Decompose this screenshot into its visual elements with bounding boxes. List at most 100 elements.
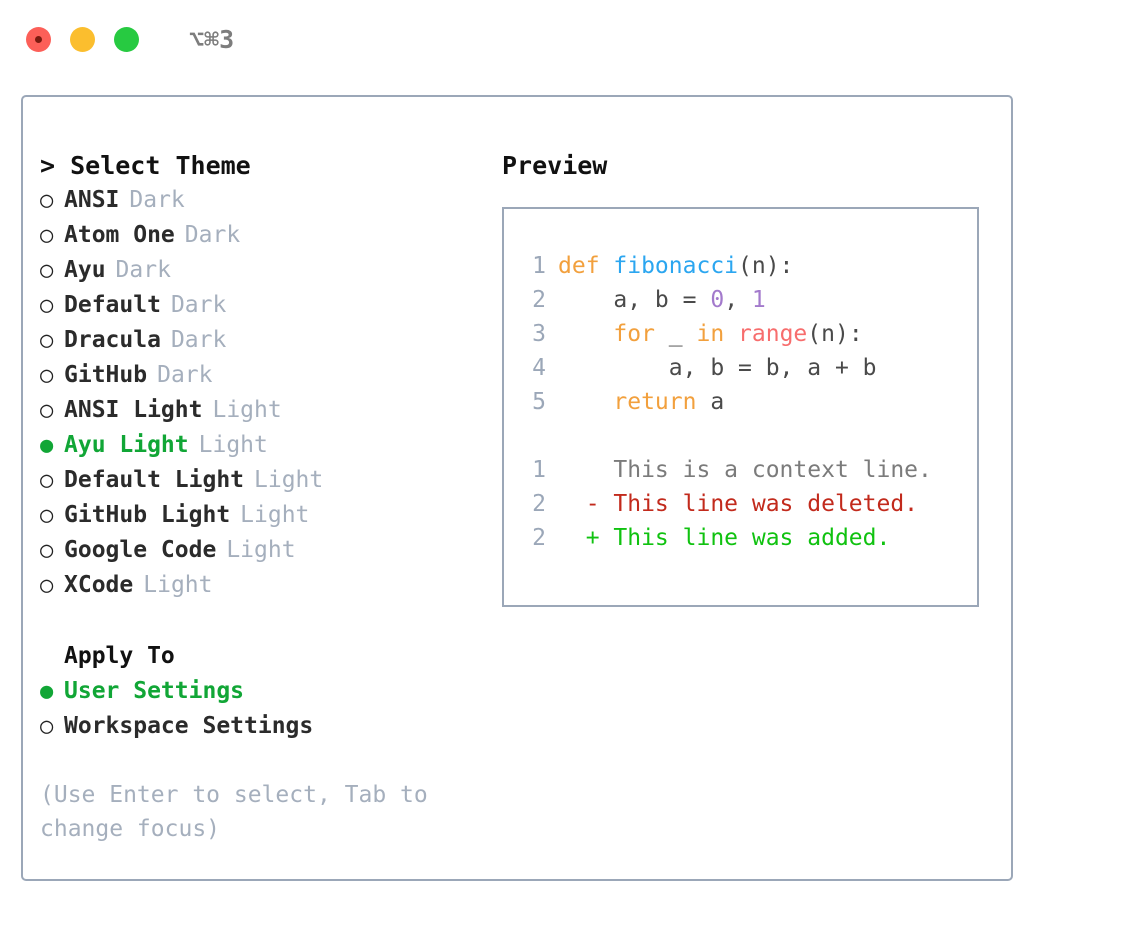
line-number: 4 <box>532 355 546 381</box>
theme-name-label: Ayu <box>64 257 106 283</box>
radio-unselected-icon: ○ <box>40 468 54 493</box>
theme-name-label: Default Light <box>64 467 245 493</box>
code-line: 5 return a <box>524 385 932 419</box>
theme-option-google-code[interactable]: ○ Google Code Light <box>40 533 480 568</box>
code-line: 1 def fibonacci(n): <box>524 249 932 283</box>
maximize-button-icon[interactable] <box>114 26 139 52</box>
theme-variant-label: Light <box>240 502 310 528</box>
code-line: 4 a, b = b, a + b <box>524 351 932 385</box>
apply-to-bullet-spacer: ○ <box>40 640 64 674</box>
code-token <box>558 321 613 347</box>
theme-name-label: ANSI Light <box>64 397 203 423</box>
code-line: 3 for _ in range(n): <box>524 317 932 351</box>
minimize-button-icon[interactable] <box>70 26 95 52</box>
apply-to-option-user-settings[interactable]: ● User Settings <box>40 674 480 709</box>
code-token: a, b = b, a + b <box>558 355 877 381</box>
code-token: a, b = <box>558 287 711 313</box>
theme-variant-label: Dark <box>115 257 171 283</box>
code-token: 0 <box>710 287 725 313</box>
select-theme-heading: > Select Theme <box>40 151 251 180</box>
diff-marker: + <box>558 525 600 551</box>
theme-name-label: XCode <box>64 572 134 598</box>
theme-variant-label: Light <box>143 572 213 598</box>
theme-option-ayu[interactable]: ○ Ayu Dark <box>40 253 480 288</box>
diff-marker <box>558 457 600 483</box>
code-token: range <box>738 321 808 347</box>
code-token <box>558 389 613 415</box>
line-number: 5 <box>532 389 546 415</box>
code-line: 2 a, b = 0, 1 <box>524 283 932 317</box>
code-token: def <box>558 253 614 279</box>
theme-variant-label: Light <box>198 432 268 458</box>
diff-text: This is a context line. <box>599 457 932 483</box>
preview-separator <box>524 419 932 453</box>
theme-option-default-light[interactable]: ○ Default Light Light <box>40 463 480 498</box>
radio-unselected-icon: ○ <box>40 398 54 423</box>
apply-to-heading: ○ Apply To <box>40 639 480 674</box>
theme-variant-label: Dark <box>129 187 185 213</box>
theme-name-label: GitHub <box>64 362 148 388</box>
diff-line-add: 2 + This line was added. <box>524 521 932 555</box>
radio-unselected-icon: ○ <box>40 573 54 598</box>
apply-to-option-label: User Settings <box>64 678 245 704</box>
radio-unselected-icon: ○ <box>40 293 54 318</box>
keyboard-shortcut-label: ⌥⌘3 <box>189 24 235 54</box>
code-token: return <box>613 389 697 415</box>
line-number: 1 <box>532 253 546 279</box>
theme-option-github[interactable]: ○ GitHub Dark <box>40 358 480 393</box>
title-bar: ⌥⌘3 <box>0 0 1140 78</box>
theme-name-label: Google Code <box>64 537 217 563</box>
theme-option-xcode[interactable]: ○ XCode Light <box>40 568 480 603</box>
apply-to-list[interactable]: ● User Settings ○Workspace Settings <box>40 674 480 744</box>
theme-variant-label: Dark <box>170 292 227 318</box>
code-token: for <box>613 321 655 347</box>
theme-variant-label: Dark <box>157 362 213 388</box>
radio-unselected-icon: ○ <box>40 363 54 388</box>
theme-option-ansi[interactable]: ○ ANSI Dark <box>40 183 480 218</box>
line-number: 1 <box>532 457 546 483</box>
code-token: fibonacci <box>613 253 739 279</box>
radio-unselected-icon: ○ <box>40 538 54 563</box>
code-token: (n): <box>738 253 794 279</box>
theme-variant-label: Light <box>226 537 296 563</box>
theme-name-label: ANSI <box>64 187 120 213</box>
apply-to-label: Apply To <box>64 643 175 669</box>
theme-name-label: GitHub Light <box>64 502 231 528</box>
diff-text: This line was added. <box>599 525 891 551</box>
radio-unselected-icon: ○ <box>40 258 54 283</box>
preview-heading: Preview <box>502 151 608 180</box>
code-token: , <box>724 287 752 313</box>
theme-variant-label: Light <box>254 467 324 493</box>
radio-unselected-icon: ○ <box>40 223 54 248</box>
radio-selected-icon: ● <box>40 679 54 704</box>
theme-option-ansi-light[interactable]: ○ ANSI Light Light <box>40 393 480 428</box>
theme-name-label: Dracula <box>64 327 161 353</box>
radio-unselected-icon: ○ <box>40 503 54 528</box>
code-token: a <box>696 389 725 415</box>
code-token: (n): <box>807 321 863 347</box>
theme-variant-label: Light <box>212 397 282 423</box>
keyboard-hint-text: (Use Enter to select, Tab to change focu… <box>40 782 428 842</box>
diff-marker: - <box>558 491 600 517</box>
apply-to-option-workspace-settings[interactable]: ○Workspace Settings <box>40 709 480 744</box>
radio-unselected-icon: ○ <box>40 188 54 213</box>
diff-line-ctx: 1 This is a context line. <box>524 453 932 487</box>
close-button-icon[interactable] <box>26 26 51 52</box>
radio-unselected-icon: ○ <box>40 714 54 739</box>
code-token: _ <box>654 321 697 347</box>
line-number: 2 <box>532 525 546 551</box>
theme-option-github-light[interactable]: ○ GitHub Light Light <box>40 498 480 533</box>
line-number: 2 <box>532 491 546 517</box>
theme-name-label: Atom One <box>64 222 175 248</box>
traffic-lights <box>26 26 139 52</box>
radio-unselected-icon: ○ <box>40 328 54 353</box>
